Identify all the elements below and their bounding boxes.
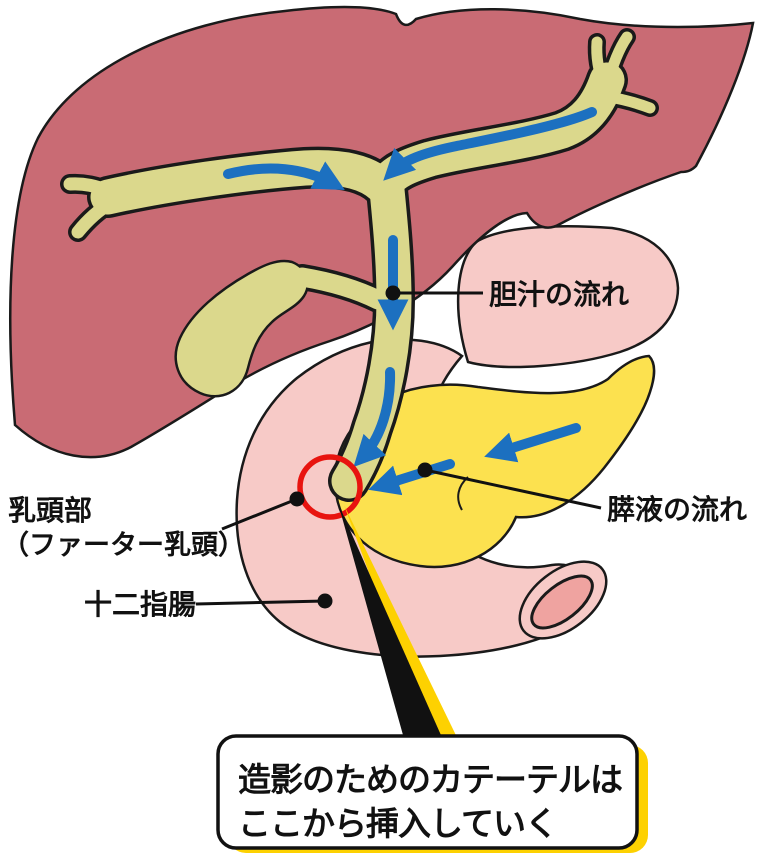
pancreatic-flow-leader-line	[424, 468, 602, 510]
pancreatic-flow-arrow-inner	[368, 459, 455, 496]
bile-flow-arrow-main-lower	[353, 367, 396, 467]
callout-box	[216, 734, 639, 850]
papilla-leader-line	[221, 497, 298, 531]
duodenum-leader-dot	[317, 593, 333, 609]
duodenum-label: 十二指腸	[84, 589, 196, 620]
callout-text-line1: 造影のためのカテーテルは	[238, 761, 623, 798]
flow-arrows	[223, 107, 597, 496]
pancreatic-flow-label: 膵液の流れ	[607, 494, 747, 525]
duodenum-cut-opening	[530, 574, 594, 630]
callout-pointer-shadow	[344, 505, 468, 760]
papilla-highlight-circle	[297, 454, 363, 520]
duodenum-cut-end	[518, 560, 608, 640]
papilla-label-line2: （ファーター乳頭）	[2, 530, 245, 560]
bile-flow-arrow-left	[223, 161, 345, 190]
callout-text-line2: ここから挿入していく	[238, 805, 557, 842]
callout-pointer-wedge	[338, 503, 452, 760]
gallbladder-shape	[174, 259, 309, 398]
pancreatic-flow-leader-dot	[417, 462, 433, 478]
bile-flow-leader-dot	[385, 285, 401, 301]
bile-flow-label: 胆汁の流れ	[489, 279, 629, 310]
papilla-label-line1: 乳頭部	[8, 495, 92, 526]
bile-flow-arrow-right	[383, 107, 597, 181]
papilla-leader-dot	[289, 491, 305, 507]
stomach-shape	[456, 225, 680, 369]
leader-lines	[195, 285, 602, 609]
pancreatic-flow-arrow-outer	[484, 423, 581, 463]
duodenum-leader-line	[195, 599, 326, 606]
